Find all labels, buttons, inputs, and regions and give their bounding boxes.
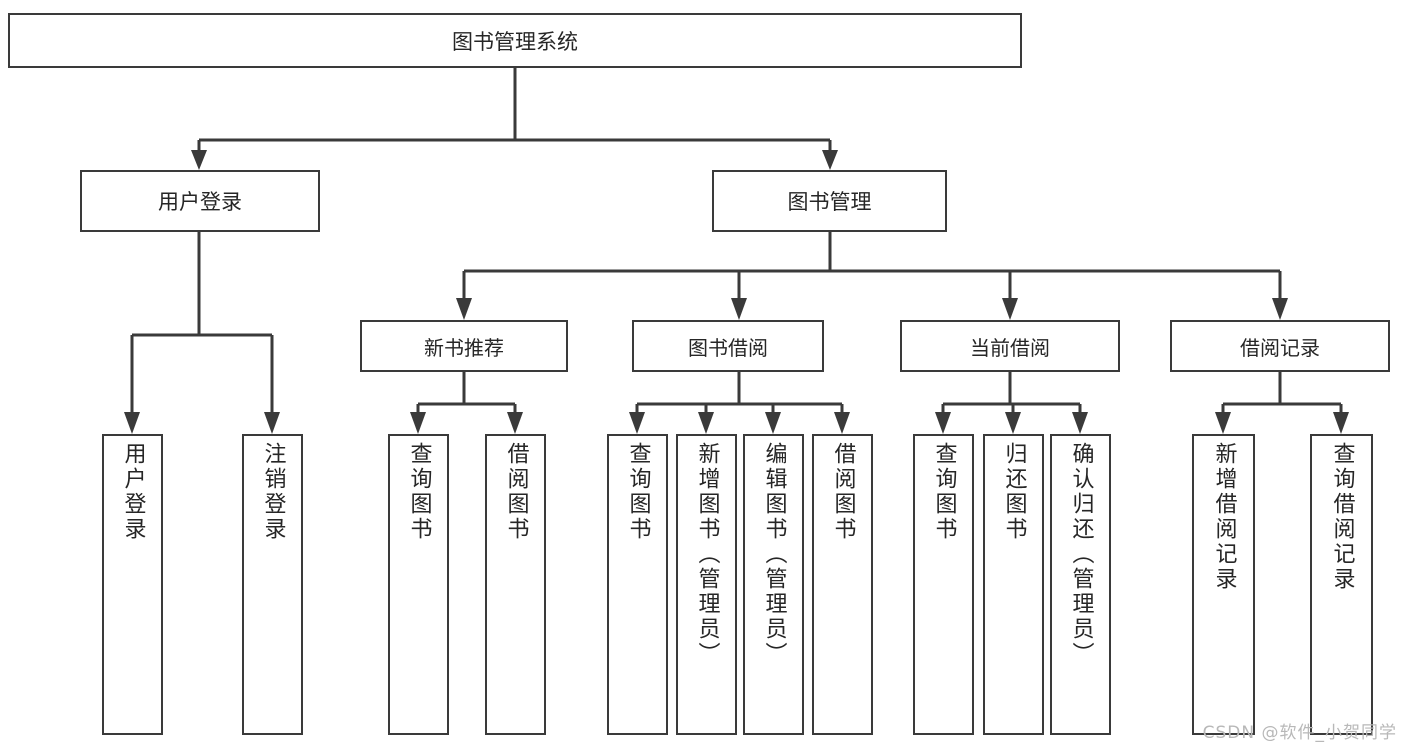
node-user-login[interactable]: 用户登录 (80, 170, 320, 232)
leaf-label: 查询图书 (625, 442, 651, 542)
leaf-label: 查询图书 (406, 442, 432, 542)
leaf-label: 注销登录 (260, 442, 286, 542)
node-root[interactable]: 图书管理系统 (8, 13, 1022, 68)
node-current-borrow-label: 当前借阅 (970, 335, 1050, 360)
leaf-book-borrow-edit[interactable]: 编辑图书（管理员） (743, 434, 804, 735)
node-borrow-record[interactable]: 借阅记录 (1170, 320, 1390, 372)
arrowhead-leaf-book-borrow-2 (698, 412, 714, 434)
leaf-label: 编辑图书（管理员） (761, 442, 787, 667)
csdn-watermark: CSDN @软件_小贺同学 (1202, 723, 1397, 743)
leaf-book-borrow-query[interactable]: 查询图书 (607, 434, 668, 735)
node-book-borrow[interactable]: 图书借阅 (632, 320, 824, 372)
node-current-borrow[interactable]: 当前借阅 (900, 320, 1120, 372)
node-book-management[interactable]: 图书管理 (712, 170, 947, 232)
leaf-book-borrow-add[interactable]: 新增图书（管理员） (676, 434, 737, 735)
leaf-current-borrow-return[interactable]: 归还图书 (983, 434, 1044, 735)
arrowhead-leaf-user-login-1 (124, 412, 140, 434)
arrowhead-leaf-new-book-2 (507, 412, 523, 434)
node-book-management-label: 图书管理 (787, 190, 872, 214)
leaf-new-book-borrow[interactable]: 借阅图书 (485, 434, 546, 735)
node-root-label: 图书管理系统 (452, 29, 578, 54)
leaf-label: 新增借阅记录 (1211, 442, 1237, 592)
arrowhead-leaf-new-book-1 (410, 412, 426, 434)
arrowhead-user-login (191, 150, 207, 170)
arrowhead-current-borrow (1002, 298, 1018, 320)
leaf-label: 查询借阅记录 (1329, 442, 1355, 592)
arrowhead-leaf-current-borrow-2 (1005, 412, 1021, 434)
leaf-book-borrow-borrow[interactable]: 借阅图书 (812, 434, 873, 735)
leaf-user-login-logout[interactable]: 注销登录 (242, 434, 303, 735)
leaf-label: 归还图书 (1001, 442, 1027, 542)
arrowhead-leaf-book-borrow-4 (834, 412, 850, 434)
node-user-login-label: 用户登录 (158, 190, 242, 214)
arrowhead-new-book (456, 298, 472, 320)
arrowhead-leaf-current-borrow-3 (1072, 412, 1088, 434)
arrowhead-borrow-record (1272, 298, 1288, 320)
node-new-book-recommend[interactable]: 新书推荐 (360, 320, 568, 372)
arrowhead-leaf-book-borrow-1 (629, 412, 645, 434)
arrowhead-leaf-borrow-record-1 (1215, 412, 1231, 434)
leaf-current-borrow-confirm-return[interactable]: 确认归还（管理员） (1050, 434, 1111, 735)
arrowhead-leaf-borrow-record-2 (1333, 412, 1349, 434)
leaf-user-login-login[interactable]: 用户登录 (102, 434, 163, 735)
leaf-new-book-query[interactable]: 查询图书 (388, 434, 449, 735)
arrowhead-leaf-book-borrow-3 (765, 412, 781, 434)
leaf-label: 用户登录 (120, 442, 146, 542)
node-new-book-recommend-label: 新书推荐 (424, 335, 504, 360)
arrowhead-book-mgmt (822, 150, 838, 170)
arrowhead-book-borrow (731, 298, 747, 320)
leaf-label: 新增图书（管理员） (694, 442, 720, 667)
leaf-label: 借阅图书 (830, 442, 856, 542)
leaf-label: 查询图书 (931, 442, 957, 542)
leaf-borrow-record-add[interactable]: 新增借阅记录 (1192, 434, 1255, 735)
leaf-label: 确认归还（管理员） (1068, 442, 1094, 667)
arrowhead-leaf-current-borrow-1 (935, 412, 951, 434)
node-book-borrow-label: 图书借阅 (688, 335, 768, 360)
leaf-current-borrow-query[interactable]: 查询图书 (913, 434, 974, 735)
arrowhead-leaf-user-login-2 (264, 412, 280, 434)
leaf-label: 借阅图书 (503, 442, 529, 542)
node-borrow-record-label: 借阅记录 (1240, 335, 1320, 360)
leaf-borrow-record-query[interactable]: 查询借阅记录 (1310, 434, 1373, 735)
